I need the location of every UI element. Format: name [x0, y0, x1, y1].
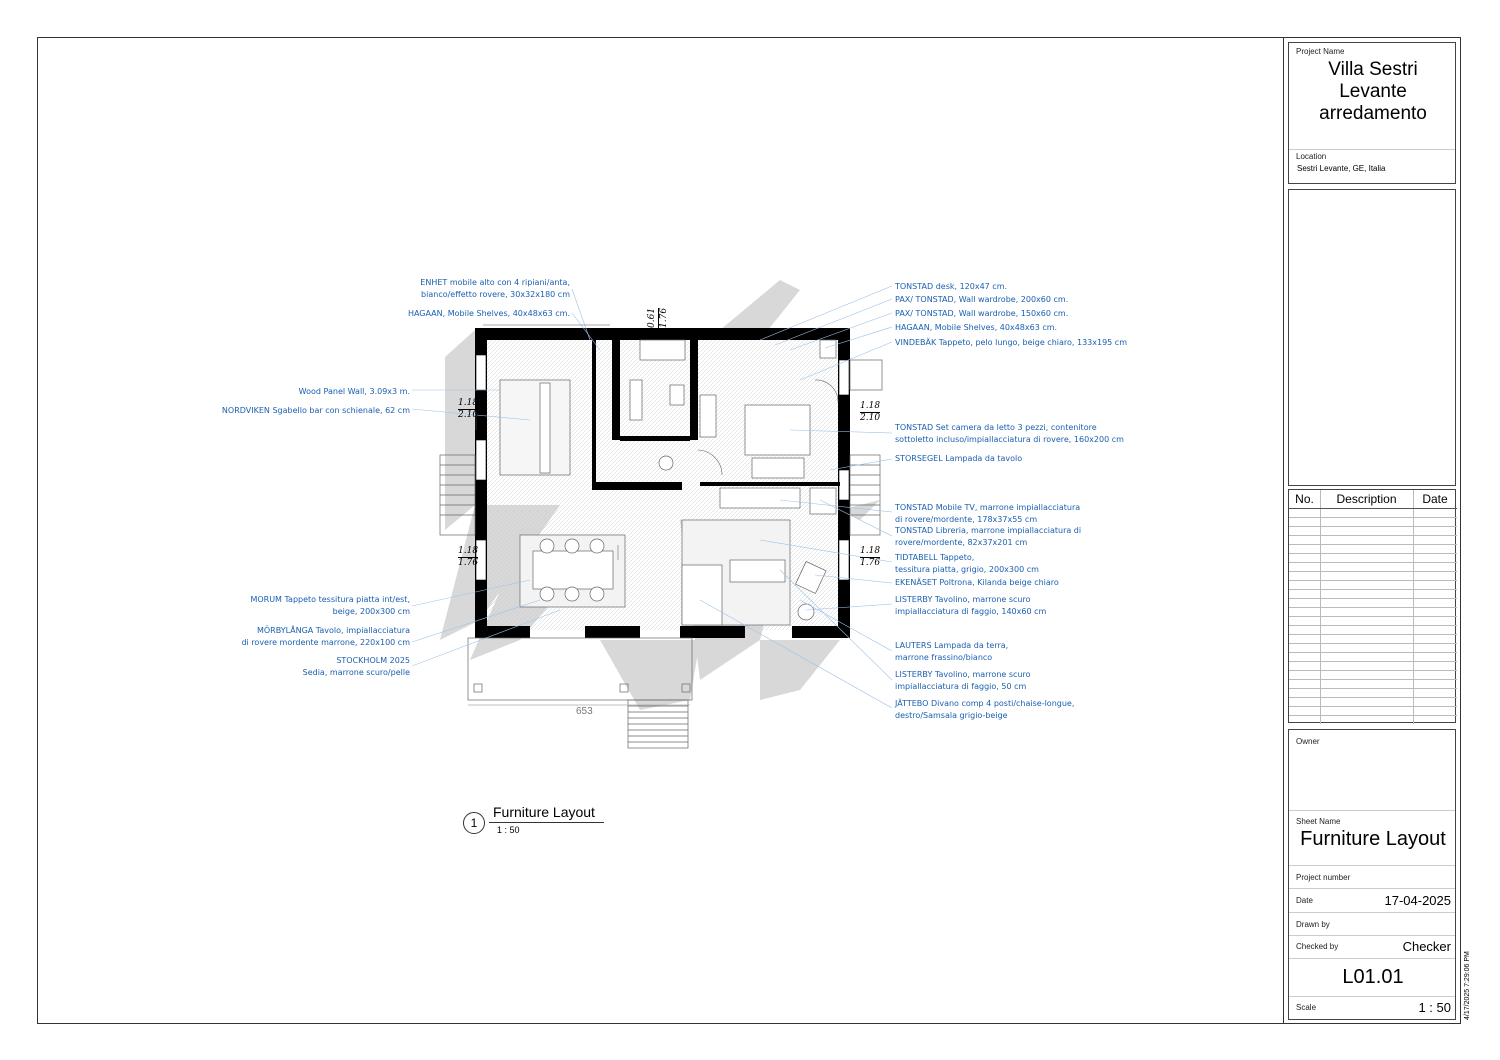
project-name-line-2: Levante	[1339, 81, 1407, 102]
level-right-mid: 1.18 1.76	[860, 546, 881, 568]
date-label: Date	[1296, 896, 1313, 905]
level-top: 0.61 1.76	[647, 307, 669, 328]
sheet-name-value: Furniture Layout	[1300, 828, 1446, 850]
view-title: Furniture Layout	[493, 804, 595, 820]
revisions-col-date: Date	[1422, 492, 1448, 506]
checked-by-label: Checked by	[1296, 942, 1339, 951]
revisions-row-line	[1289, 706, 1457, 707]
divider	[1289, 958, 1455, 959]
revisions-row-line	[1289, 562, 1457, 563]
note-tidtabell: TIDTABELL Tappeto,tessitura piatta, grig…	[895, 553, 1039, 574]
note-ekenaset: EKENÄSET Poltrona, Kilanda beige chiaro	[895, 578, 1059, 587]
overall-dimension: 653	[576, 706, 593, 717]
scale-label: Scale	[1296, 1003, 1317, 1012]
revisions-row-line	[1289, 535, 1457, 536]
note-wood-panel-wall: Wood Panel Wall, 3.09x3 m.	[298, 387, 410, 396]
view-number: 1	[463, 812, 485, 834]
furniture	[499, 339, 837, 626]
checked-by-value: Checker	[1402, 939, 1451, 954]
project-number-label: Project number	[1296, 873, 1351, 882]
sheet-name-label: Sheet Name	[1296, 817, 1341, 826]
view-scale: 1 : 50	[497, 825, 520, 835]
revisions-row-line	[1289, 553, 1457, 554]
revisions-row-line	[1289, 517, 1457, 518]
project-name-label: Project Name	[1296, 47, 1345, 56]
divider	[1289, 912, 1455, 913]
note-tonstad-desk: TONSTAD desk, 120x47 cm.	[895, 282, 1008, 291]
view-title-underline	[489, 822, 604, 823]
project-name-box: Project Name Villa Sestri Levante arreda…	[1288, 42, 1456, 184]
note-storsegel: STORSEGEL Lampada da tavolo	[895, 454, 1023, 463]
note-hagaan-right: HAGAAN, Mobile Shelves, 40x48x63 cm.	[895, 323, 1058, 332]
sheet-info-box: Owner Sheet Name Furniture Layout Projec…	[1288, 729, 1456, 1020]
revisions-row-line	[1289, 697, 1457, 698]
drawing-sheet-frame	[37, 37, 1461, 1024]
note-pax-200: PAX/ TONSTAD, Wall wardrobe, 200x60 cm.	[895, 295, 1069, 304]
revisions-row-line	[1289, 643, 1457, 644]
divider	[1289, 865, 1455, 866]
revisions-col-no: No.	[1295, 492, 1314, 506]
revisions-row-line	[1289, 607, 1457, 608]
location-label: Location	[1296, 152, 1327, 161]
note-tonstad-libreria: TONSTAD Libreria, marrone impiallacciatu…	[895, 526, 1082, 547]
divider	[1289, 935, 1455, 936]
revisions-row-line	[1289, 544, 1457, 545]
level-left-top: 1.18 2.10	[458, 398, 479, 420]
note-pax-150: PAX/ TONSTAD, Wall wardrobe, 150x60 cm.	[895, 309, 1069, 318]
project-name-line-3: arredamento	[1319, 103, 1427, 124]
project-name-value: Villa Sestri Levante arredamento	[1289, 59, 1457, 125]
divider	[1289, 810, 1455, 811]
date-value: 17-04-2025	[1384, 893, 1452, 908]
revisions-row-line	[1289, 526, 1457, 527]
note-hagaan-left: HAGAAN, Mobile Shelves, 40x48x63 cm.	[407, 309, 570, 318]
revisions-row-line	[1289, 571, 1457, 572]
divider	[1289, 888, 1455, 889]
revisions-row-line	[1289, 508, 1457, 509]
note-enhet: ENHET mobile alto con 4 ripiani/anta,bia…	[420, 278, 570, 299]
dimension-lines	[475, 324, 619, 560]
revisions-row-line	[1289, 580, 1457, 581]
revisions-row-line	[1289, 598, 1457, 599]
divider	[1289, 996, 1455, 997]
sheet-number: L01.01	[1342, 966, 1404, 988]
revisions-row-line	[1289, 589, 1457, 590]
blank-box	[1288, 189, 1456, 486]
title-block-separator	[1283, 37, 1284, 1024]
door-swings	[697, 379, 839, 476]
note-vindebak: VINDEBÄK Tappeto, pelo lungo, beige chia…	[895, 338, 1127, 347]
revisions-table: No. Description Date	[1288, 489, 1457, 724]
revisions-row-line	[1289, 679, 1457, 680]
level-left-mid: 1.18 1.76	[458, 546, 479, 568]
drawn-by-label: Drawn by	[1296, 920, 1330, 929]
note-jattebo: JÄTTEBO Divano comp 4 posti/chaise-longu…	[895, 699, 1075, 720]
revisions-row-line	[1289, 715, 1457, 716]
note-tonstad-tv: TONSTAD Mobile TV, marrone impiallacciat…	[895, 503, 1081, 524]
revisions-col-description: Description	[1336, 492, 1397, 506]
revisions-row-line	[1289, 634, 1457, 635]
revisions-row-line	[1289, 616, 1457, 617]
note-lauters: LAUTERS Lampada da terra,marrone frassin…	[895, 641, 1009, 662]
interior-walls	[592, 340, 840, 490]
note-tonstad-bedroom-set: TONSTAD Set camera da letto 3 pezzi, con…	[895, 423, 1124, 444]
revisions-row-line	[1289, 670, 1457, 671]
revisions-row-line	[1289, 625, 1457, 626]
revisions-row-line	[1289, 652, 1457, 653]
revisions-row-line	[1289, 688, 1457, 689]
terrace	[439, 359, 883, 749]
level-right-top: 1.18 2.10	[860, 401, 881, 423]
location-divider	[1289, 149, 1455, 150]
note-morum: MORUM Tappeto tessitura piatta int/est,b…	[250, 595, 410, 616]
scale-value: 1 : 50	[1418, 1000, 1451, 1015]
project-name-line-1: Villa Sestri	[1328, 59, 1418, 80]
note-nordviken: NORDVIKEN Sgabello bar con schienale, 62…	[221, 406, 410, 415]
leader-lines	[411, 285, 893, 709]
revisions-row-line	[1289, 661, 1457, 662]
owner-label: Owner	[1296, 737, 1320, 746]
location-value: Sestri Levante, GE, Italia	[1297, 164, 1386, 173]
